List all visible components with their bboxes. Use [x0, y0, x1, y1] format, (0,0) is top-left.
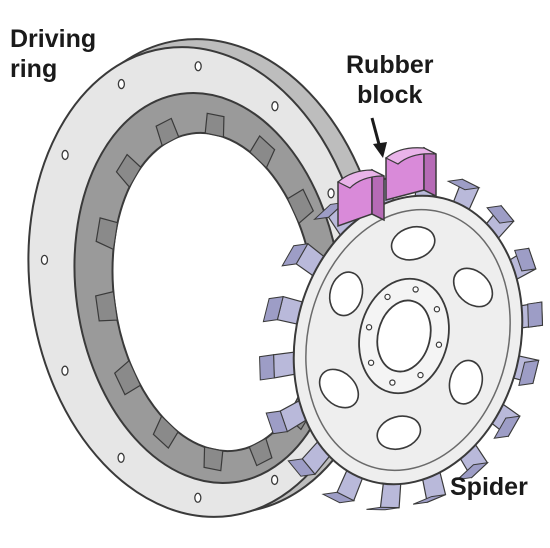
hub-bolt-hole — [367, 359, 375, 366]
bolt-hole — [327, 188, 335, 199]
rubber-block-right — [384, 146, 437, 201]
spider-tooth-side — [527, 301, 543, 328]
lightening-hole — [448, 359, 484, 405]
bolt-hole — [117, 78, 126, 90]
spider-tooth-side — [259, 354, 275, 381]
bolt-hole — [194, 61, 202, 72]
spider-tooth-side — [412, 494, 446, 505]
ring-lug — [95, 217, 119, 251]
bolt-hole — [61, 365, 69, 376]
rubber-block-label: Rubber block — [346, 50, 434, 110]
spider-lightening-holes — [318, 225, 494, 451]
spider-tooth-side — [281, 243, 309, 267]
ring-lug — [249, 134, 276, 169]
bolt-hole — [61, 149, 69, 161]
spider-tooth-side — [486, 205, 515, 224]
driving-ring — [27, 38, 387, 518]
driving-ring-label: Driving ring — [10, 24, 96, 84]
rubber-block-label-line2: block — [357, 81, 423, 109]
bolt-hole — [117, 452, 125, 463]
bolt-hole — [270, 474, 279, 486]
spider-tooth-side — [366, 506, 400, 511]
rubber-block-arrow — [370, 117, 387, 158]
ring-lug — [152, 415, 179, 450]
rubber-block-label-line1: Rubber — [346, 51, 434, 79]
spider-tooth-side — [265, 410, 288, 435]
bolt-hole — [271, 101, 279, 112]
hub-bolt-hole — [435, 341, 443, 348]
ring-lug — [248, 437, 273, 467]
ring-lug — [286, 188, 315, 225]
spider-bore — [376, 299, 432, 373]
hub-bolt-hole — [384, 293, 391, 301]
lightening-hole — [452, 267, 494, 308]
lightening-hole — [318, 368, 360, 409]
spider-tooth-side — [493, 415, 521, 439]
spider-tooth-side — [287, 458, 316, 477]
bolt-hole — [40, 254, 49, 265]
spider-hub-bolt-holes — [365, 286, 443, 386]
hub-bolt-hole — [365, 324, 373, 331]
spider-tooth-side — [321, 491, 356, 504]
hub-bolt-hole — [417, 371, 424, 379]
ring-lug — [204, 112, 225, 138]
hub-bolt-hole — [389, 379, 396, 386]
lightening-hole — [328, 271, 364, 317]
rubber-block-left — [336, 168, 385, 228]
ring-lug — [155, 117, 180, 147]
ring-lug — [95, 290, 119, 322]
hub-bolt-hole — [433, 306, 441, 313]
ring-lug — [115, 153, 142, 189]
rubber-blocks — [336, 146, 437, 228]
spider-label: Spider — [450, 473, 528, 501]
spider-tooth-side — [313, 201, 346, 220]
spider-tooth-side — [456, 462, 489, 481]
spider-tooth-side — [514, 247, 537, 272]
driving-ring-label-line1: Driving — [10, 25, 97, 53]
lightening-hole — [390, 225, 436, 261]
spider-disc-rim — [305, 208, 511, 472]
bolt-hole — [194, 492, 202, 503]
hub-bolt-hole — [412, 286, 419, 293]
spider-tooth-side — [262, 296, 284, 323]
lightening-hole — [376, 415, 422, 451]
ring-lug — [203, 446, 224, 472]
ring-lug — [113, 359, 142, 396]
spider-tooth-side — [446, 178, 481, 191]
driving-ring-label-line2: ring — [10, 55, 58, 83]
spider-tooth-side — [518, 359, 540, 386]
